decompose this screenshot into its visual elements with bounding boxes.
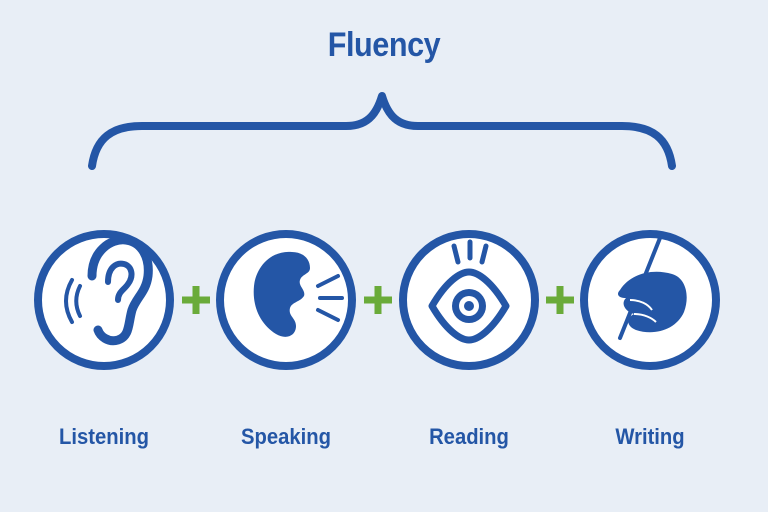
listening-circle	[34, 230, 174, 370]
plus-icon	[182, 286, 210, 314]
skill-label-writing: Writing	[615, 424, 685, 449]
eye-icon	[428, 239, 510, 344]
plus-icon	[364, 286, 392, 314]
diagram-title: Fluency	[327, 26, 441, 64]
brace-icon	[88, 92, 676, 170]
speaking-head-icon	[253, 251, 344, 337]
plus-icon	[546, 286, 574, 314]
ear-icon	[64, 235, 153, 346]
skill-label-listening: Listening	[59, 424, 149, 449]
skill-label-reading: Reading	[429, 424, 509, 449]
skill-label-speaking: Speaking	[241, 424, 331, 449]
writing-hand-icon	[618, 236, 687, 340]
